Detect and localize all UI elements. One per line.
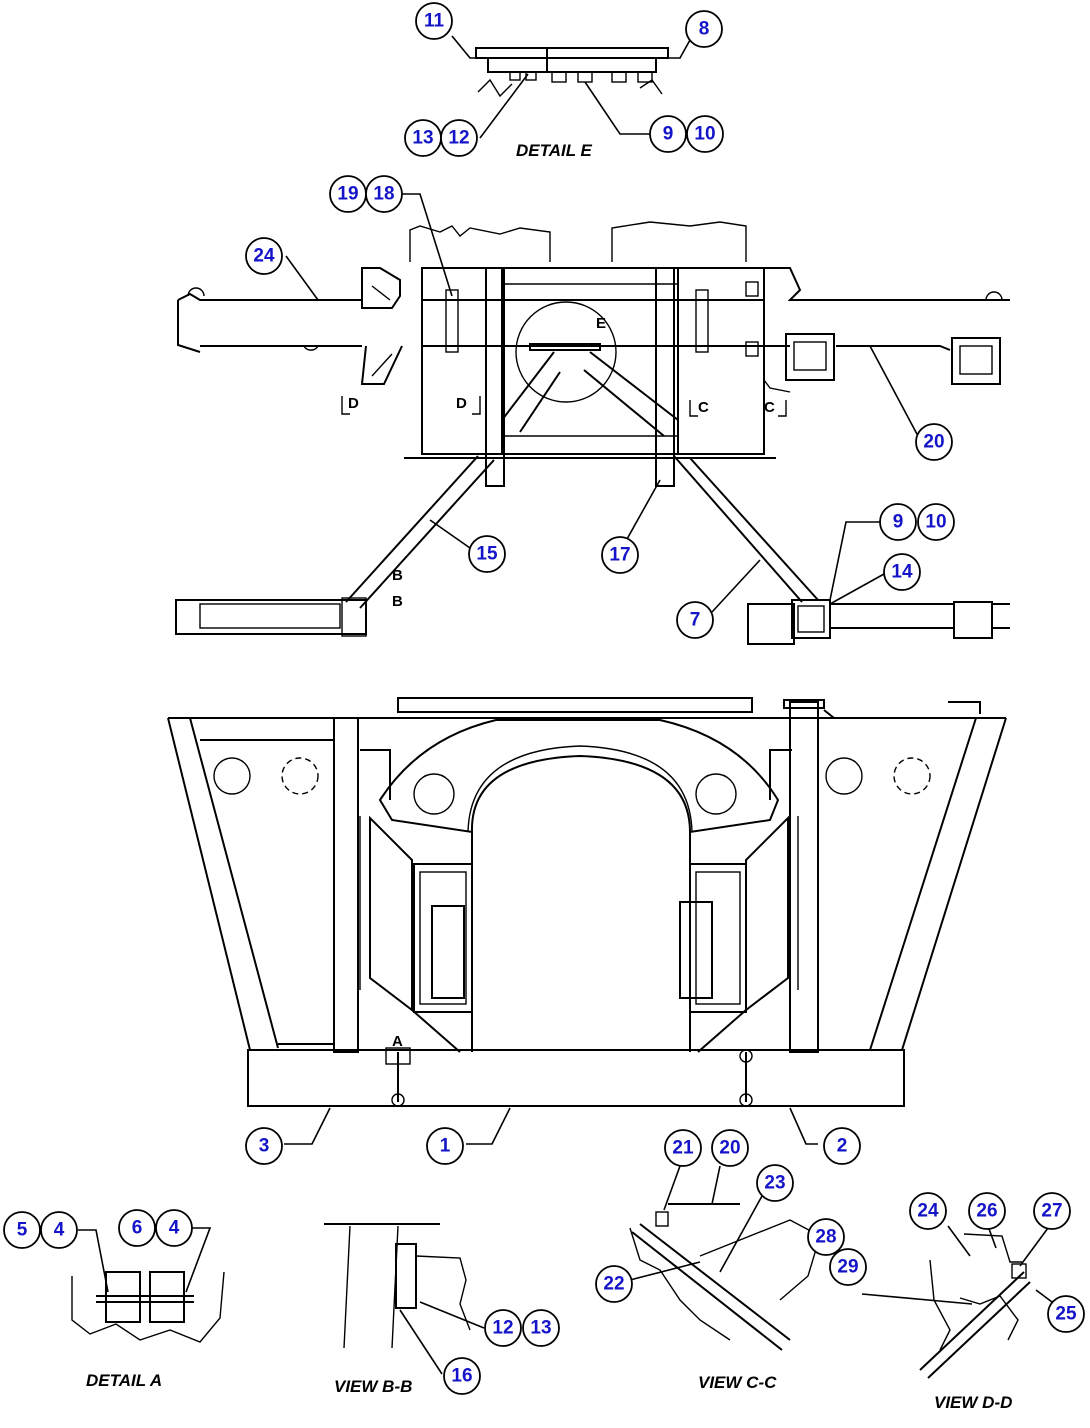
view-dd-drawing bbox=[861, 1225, 1061, 1379]
front-view-drawing: A bbox=[167, 697, 1007, 1145]
callout-label: 27 bbox=[1041, 1201, 1062, 1222]
callout-label: 20 bbox=[923, 432, 944, 453]
callout-label: 13 bbox=[530, 1318, 551, 1339]
callout-bubble[interactable]: 17 bbox=[601, 536, 639, 574]
view-cc-label: VIEW C-C bbox=[698, 1373, 777, 1392]
callout-label: 20 bbox=[719, 1138, 740, 1159]
callout-label: 28 bbox=[815, 1227, 836, 1248]
section-a-marker: A bbox=[392, 1033, 403, 1050]
callout-label: 10 bbox=[925, 512, 946, 533]
callout-bubble[interactable]: 7 bbox=[676, 601, 714, 639]
callout-label: 16 bbox=[451, 1366, 472, 1387]
callout-bubble[interactable]: 10 bbox=[686, 115, 724, 153]
callout-bubble[interactable]: 2 bbox=[823, 1127, 861, 1165]
callout-label: 26 bbox=[976, 1201, 997, 1222]
callout-bubble[interactable]: 9 bbox=[879, 503, 917, 541]
callout-label: 19 bbox=[337, 184, 358, 205]
callout-bubble[interactable]: 21 bbox=[664, 1129, 702, 1167]
callout-bubble[interactable]: 3 bbox=[245, 1127, 283, 1165]
callout-bubble[interactable]: 23 bbox=[756, 1164, 794, 1202]
callout-bubble[interactable]: 25 bbox=[1047, 1295, 1085, 1333]
callout-label: 10 bbox=[694, 124, 715, 145]
callout-bubble[interactable]: 9 bbox=[649, 115, 687, 153]
callout-bubble[interactable]: 5 bbox=[3, 1211, 41, 1249]
callout-label: 12 bbox=[448, 128, 469, 149]
callout-bubble[interactable]: 14 bbox=[883, 553, 921, 591]
callout-label: 4 bbox=[169, 1218, 180, 1239]
callout-bubble[interactable]: 16 bbox=[443, 1357, 481, 1395]
callout-bubble[interactable]: 8 bbox=[685, 10, 723, 48]
callout-label: 3 bbox=[259, 1136, 270, 1157]
callout-bubble[interactable]: 12 bbox=[440, 119, 478, 157]
callout-bubble[interactable]: 26 bbox=[968, 1192, 1006, 1230]
callout-label: 9 bbox=[893, 512, 904, 533]
callout-bubble[interactable]: 20 bbox=[711, 1129, 749, 1167]
callout-label: 8 bbox=[699, 19, 710, 40]
view-dd-label: VIEW D-D bbox=[934, 1393, 1012, 1412]
section-c-left-marker: C bbox=[698, 399, 709, 416]
callout-label: 6 bbox=[132, 1218, 143, 1239]
callout-bubble[interactable]: 19 bbox=[329, 175, 367, 213]
callout-label: 15 bbox=[476, 544, 498, 565]
callout-label: 4 bbox=[54, 1220, 65, 1241]
callout-label: 17 bbox=[609, 545, 630, 566]
detail-e-drawing bbox=[451, 35, 691, 139]
callout-label: 24 bbox=[917, 1201, 939, 1222]
detail-e-label: DETAIL E bbox=[516, 141, 593, 160]
callout-bubble[interactable]: 10 bbox=[917, 503, 955, 541]
callout-bubble[interactable]: 12 bbox=[484, 1309, 522, 1347]
section-b-bottom-marker: B bbox=[392, 593, 403, 610]
callout-label: 2 bbox=[837, 1136, 848, 1157]
view-bb-label: VIEW B-B bbox=[334, 1377, 412, 1396]
section-c-right-marker: C bbox=[764, 399, 775, 416]
detail-a-label: DETAIL A bbox=[86, 1371, 162, 1390]
callout-bubble[interactable]: 24 bbox=[909, 1192, 947, 1230]
callout-bubble[interactable]: 4 bbox=[40, 1211, 78, 1249]
callout-label: 23 bbox=[764, 1173, 785, 1194]
detail-a-drawing bbox=[71, 1227, 225, 1343]
callout-bubble[interactable]: 15 bbox=[468, 535, 506, 573]
callout-bubble[interactable]: 13 bbox=[404, 119, 442, 157]
callout-bubble[interactable]: 22 bbox=[595, 1265, 633, 1303]
callout-bubble[interactable]: 24 bbox=[245, 237, 283, 275]
view-cc-drawing bbox=[629, 1165, 821, 1351]
callout-bubble[interactable]: 27 bbox=[1033, 1192, 1071, 1230]
callout-label: 18 bbox=[373, 184, 394, 205]
callout-label: 7 bbox=[690, 610, 701, 631]
callout-bubble[interactable]: 20 bbox=[915, 423, 953, 461]
callout-label: 12 bbox=[492, 1318, 513, 1339]
section-b-top-marker: B bbox=[392, 567, 403, 584]
callout-bubble[interactable]: 29 bbox=[829, 1248, 867, 1286]
callout-label: 29 bbox=[837, 1257, 858, 1278]
view-bb-drawing bbox=[324, 1223, 485, 1375]
callout-label: 1 bbox=[440, 1136, 451, 1157]
callout-label: 14 bbox=[891, 562, 913, 583]
section-d-right-marker: D bbox=[456, 395, 467, 412]
callout-label: 13 bbox=[412, 128, 433, 149]
callout-bubble[interactable]: 13 bbox=[522, 1309, 560, 1347]
callout-bubble[interactable]: 11 bbox=[415, 2, 453, 40]
callout-bubble[interactable]: 6 bbox=[118, 1209, 156, 1247]
section-e-marker: E bbox=[596, 315, 606, 332]
callout-bubble[interactable]: 1 bbox=[426, 1127, 464, 1165]
section-d-left-marker: D bbox=[348, 395, 359, 412]
callout-label: 5 bbox=[17, 1220, 28, 1241]
callout-label: 24 bbox=[253, 246, 275, 267]
callout-label: 9 bbox=[663, 124, 674, 145]
top-view-drawing: E D D C C bbox=[175, 193, 1010, 645]
callout-label: 22 bbox=[603, 1274, 624, 1295]
callout-bubble[interactable]: 28 bbox=[807, 1218, 845, 1256]
callout-layer: 11 8 13 12 9 10 19 18 24 20 15 17 9 10 1… bbox=[3, 2, 1085, 1395]
callout-bubble[interactable]: 18 bbox=[365, 175, 403, 213]
callout-label: 25 bbox=[1055, 1304, 1077, 1325]
callout-bubble[interactable]: 4 bbox=[155, 1209, 193, 1247]
callout-label: 21 bbox=[672, 1138, 694, 1159]
callout-label: 11 bbox=[424, 11, 445, 32]
